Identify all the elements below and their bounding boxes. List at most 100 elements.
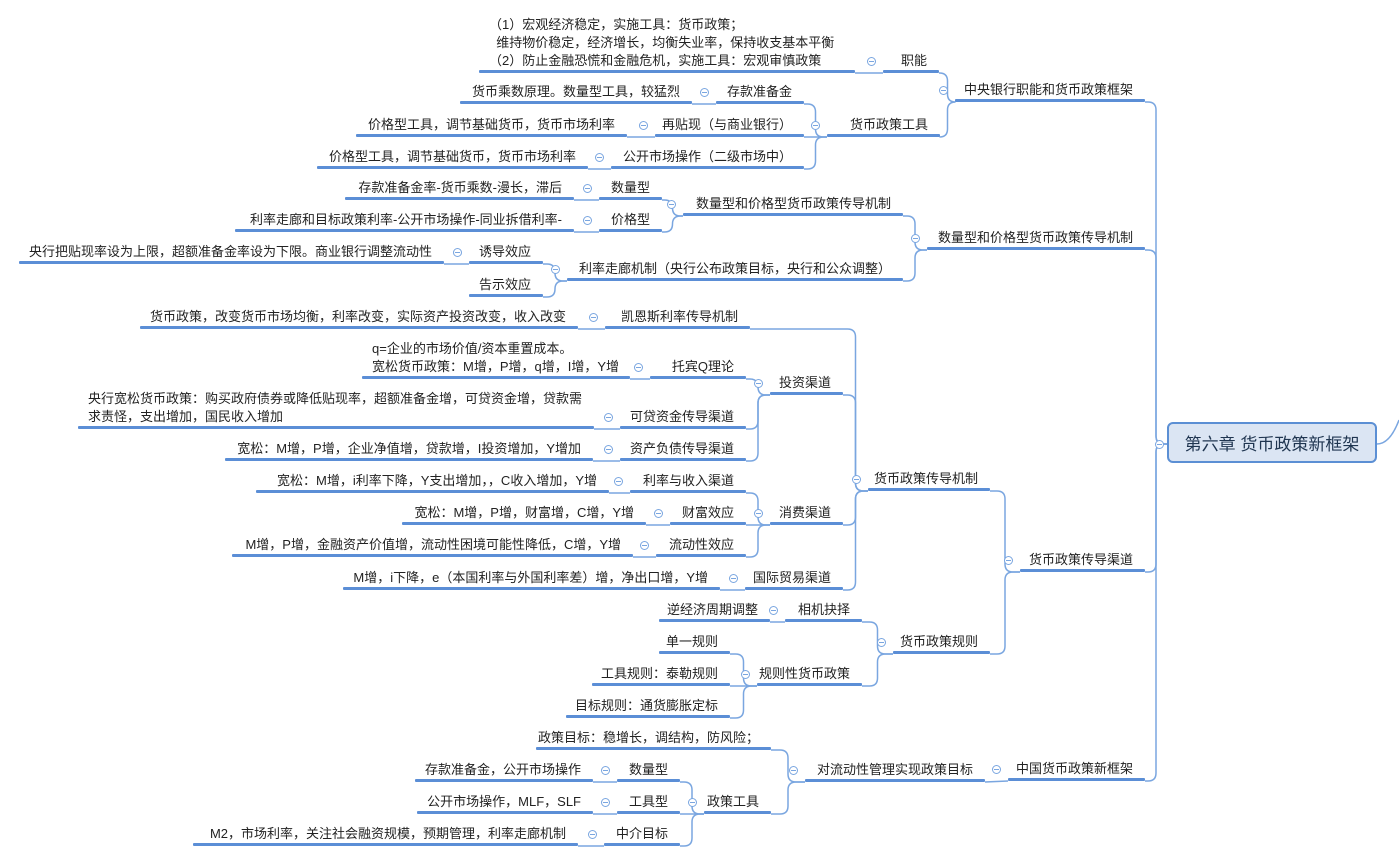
topic-c3a2a1[interactable]: q=企业的市场价值/资本重置成本。 宽松货币政策：M增，P增，q增，I增，Y增 xyxy=(362,340,630,379)
collapse-toggle-icon[interactable] xyxy=(667,200,676,209)
collapse-toggle-icon[interactable] xyxy=(852,475,861,484)
connector-line xyxy=(862,653,893,687)
topic-underline xyxy=(235,229,574,232)
topic-c3a3b1[interactable]: 宽松：M增，P增，财富增，C增，Y增 xyxy=(402,504,646,525)
topic-c4a2a1[interactable]: 存款准备金，公开市场操作 xyxy=(415,761,593,782)
collapse-toggle-icon[interactable] xyxy=(453,248,462,257)
topic-c3a2c1[interactable]: 宽松：M增，P增，企业净值增，贷款增，I投资增加，Y增加 xyxy=(225,440,593,461)
collapse-toggle-icon[interactable] xyxy=(769,606,778,615)
topic-c3a[interactable]: 货币政策传导机制 xyxy=(868,470,990,491)
collapse-toggle-icon[interactable] xyxy=(877,638,886,647)
topic-c3b1[interactable]: 相机抉择 xyxy=(785,601,862,622)
topic-c4a[interactable]: 对流动性管理实现政策目标 xyxy=(805,761,985,782)
topic-c3[interactable]: 货币政策传导渠道 xyxy=(1020,551,1145,572)
collapse-toggle-icon[interactable] xyxy=(588,830,597,839)
topic-c3b[interactable]: 货币政策规则 xyxy=(893,633,990,654)
collapse-toggle-icon[interactable] xyxy=(754,509,763,518)
collapse-toggle-icon[interactable] xyxy=(601,798,610,807)
collapse-toggle-icon[interactable] xyxy=(640,541,649,550)
topic-c3a2[interactable]: 投资渠道 xyxy=(770,374,843,395)
topic-c4a2[interactable]: 政策工具 xyxy=(704,793,771,814)
collapse-toggle-icon[interactable] xyxy=(939,86,948,95)
topic-c2b1[interactable]: 诱导效应 xyxy=(469,243,543,264)
topic-c4[interactable]: 中国货币政策新框架 xyxy=(1008,760,1145,781)
topic-c3a3c[interactable]: 流动性效应 xyxy=(656,536,746,557)
topic-c1b2a[interactable]: 价格型工具，调节基础货币，货币市场利率 xyxy=(356,116,627,137)
topic-c1b3a[interactable]: 价格型工具，调节基础货币，货币市场利率 xyxy=(317,148,588,169)
topic-label: 宽松：M增，P增，企业净值增，贷款增，I投资增加，Y增加 xyxy=(237,441,581,456)
collapse-toggle-icon[interactable] xyxy=(911,234,920,243)
collapse-toggle-icon[interactable] xyxy=(583,216,592,225)
collapse-toggle-icon[interactable] xyxy=(551,265,560,274)
collapse-toggle-icon[interactable] xyxy=(1004,556,1013,565)
topic-c3a3c1[interactable]: M增，P增，金融资产价值增，流动性困境可能性降低，C增，Y增 xyxy=(232,536,633,557)
topic-c4a2b1[interactable]: 公开市场操作，MLF，SLF xyxy=(417,793,593,814)
topic-underline xyxy=(592,683,730,686)
topic-c3a2b1[interactable]: 央行宽松货币政策：购买政府债券或降低贴现率，超额准备金增，可贷资金增，贷款需 求… xyxy=(78,390,594,429)
topic-c1b1[interactable]: 存款准备金 xyxy=(716,83,804,104)
topic-c2a1a[interactable]: 存款准备金率-货币乘数-漫长，滞后 xyxy=(345,179,574,200)
topic-c2a2[interactable]: 价格型 xyxy=(599,211,662,232)
collapse-toggle-icon[interactable] xyxy=(811,121,820,130)
topic-c4a2c1[interactable]: M2，市场利率，关注社会融资规模，预期管理，利率走廊机制 xyxy=(193,825,578,846)
collapse-toggle-icon[interactable] xyxy=(700,88,709,97)
topic-c2a1[interactable]: 数量型 xyxy=(599,179,662,200)
topic-c1b[interactable]: 货币政策工具 xyxy=(827,116,940,137)
topic-c3a2b[interactable]: 可贷资金传导渠道 xyxy=(620,408,746,429)
collapse-toggle-icon[interactable] xyxy=(595,153,604,162)
collapse-toggle-icon[interactable] xyxy=(604,413,613,422)
collapse-toggle-icon[interactable] xyxy=(992,765,1001,774)
collapse-toggle-icon[interactable] xyxy=(583,184,592,193)
topic-c3a2c[interactable]: 资产负债传导渠道 xyxy=(620,440,746,461)
collapse-toggle-icon[interactable] xyxy=(604,445,613,454)
topic-c3b2[interactable]: 规则性货币政策 xyxy=(757,665,862,686)
topic-underline xyxy=(317,166,588,169)
collapse-toggle-icon[interactable] xyxy=(754,379,763,388)
topic-c2b2[interactable]: 告示效应 xyxy=(469,276,543,297)
topic-c4a2c[interactable]: 中介目标 xyxy=(604,825,680,846)
topic-c3a3b[interactable]: 财富效应 xyxy=(670,504,746,525)
topic-c1b2[interactable]: 再贴现（与商业银行） xyxy=(655,116,804,137)
topic-c1[interactable]: 中央银行职能和货币政策框架 xyxy=(955,81,1145,102)
collapse-toggle-icon[interactable] xyxy=(1155,440,1164,449)
topic-c3a3[interactable]: 消费渠道 xyxy=(770,504,843,525)
topic-label: 数量型和价格型货币政策传导机制 xyxy=(695,196,891,211)
topic-c1b3[interactable]: 公开市场操作（二级市场中） xyxy=(611,148,804,169)
topic-c3a2a[interactable]: 托宾Q理论 xyxy=(650,358,746,379)
topic-c4a2a[interactable]: 数量型 xyxy=(617,761,680,782)
topic-c1a1[interactable]: （1）宏观经济稳定，实施工具：货币政策； 维持物价稳定，经济增长，均衡失业率，保… xyxy=(479,16,855,73)
topic-c2a2a[interactable]: 利率走廊和目标政策利率-公开市场操作-同业拆借利率- xyxy=(235,211,574,232)
topic-c2b1a[interactable]: 央行把贴现率设为上限，超额准备金率设为下限。商业银行调整流动性 xyxy=(19,243,444,264)
topic-c3a1[interactable]: 凯恩斯利率传导机制 xyxy=(605,308,750,329)
collapse-toggle-icon[interactable] xyxy=(589,313,598,322)
connector-line xyxy=(730,685,757,719)
topic-c2b[interactable]: 利率走廊机制（央行公布政策目标，央行和公众调整） xyxy=(567,260,903,281)
topic-c1a[interactable]: 职能 xyxy=(883,52,939,73)
topic-c3b2a[interactable]: 单一规则 xyxy=(659,633,730,654)
collapse-toggle-icon[interactable] xyxy=(639,121,648,130)
topic-c3a4[interactable]: 国际贸易渠道 xyxy=(745,569,843,590)
topic-underline xyxy=(19,261,444,264)
topic-c3b1a[interactable]: 逆经济周期调整 xyxy=(659,601,770,622)
collapse-toggle-icon[interactable] xyxy=(789,766,798,775)
topic-c4a2b[interactable]: 工具型 xyxy=(617,793,680,814)
collapse-toggle-icon[interactable] xyxy=(601,766,610,775)
collapse-toggle-icon[interactable] xyxy=(867,57,876,66)
collapse-toggle-icon[interactable] xyxy=(634,363,643,372)
topic-c3b2b[interactable]: 工具规则：泰勒规则 xyxy=(592,665,730,686)
topic-c2[interactable]: 数量型和价格型货币政策传导机制 xyxy=(927,229,1145,250)
topic-c3b2c[interactable]: 目标规则：通货膨胀定标 xyxy=(566,697,730,718)
root-topic[interactable]: 第六章 货币政策新框架 xyxy=(1167,422,1377,463)
topic-c3a1a[interactable]: 货币政策，改变货币市场均衡，利率改变，实际资产投资改变，收入改变 xyxy=(140,308,578,329)
topic-c3a4a[interactable]: M增，i下降，e（本国利率与外国利率差）增，净出口增，Y增 xyxy=(343,569,720,590)
topic-c1b1a[interactable]: 货币乘数原理。数量型工具，较猛烈 xyxy=(460,83,692,104)
collapse-toggle-icon[interactable] xyxy=(729,574,738,583)
topic-c3a3a[interactable]: 利率与收入渠道 xyxy=(630,472,746,493)
topic-c3a3a1[interactable]: 宽松：M增，i利率下降，Y支出增加，，C收入增加，Y增 xyxy=(256,472,609,493)
collapse-toggle-icon[interactable] xyxy=(654,509,663,518)
topic-c2a[interactable]: 数量型和价格型货币政策传导机制 xyxy=(683,195,903,216)
collapse-toggle-icon[interactable] xyxy=(614,477,623,486)
collapse-toggle-icon[interactable] xyxy=(688,798,697,807)
topic-c4a1[interactable]: 政策目标：稳增长，调结构，防风险； xyxy=(536,729,771,750)
collapse-toggle-icon[interactable] xyxy=(741,670,750,679)
